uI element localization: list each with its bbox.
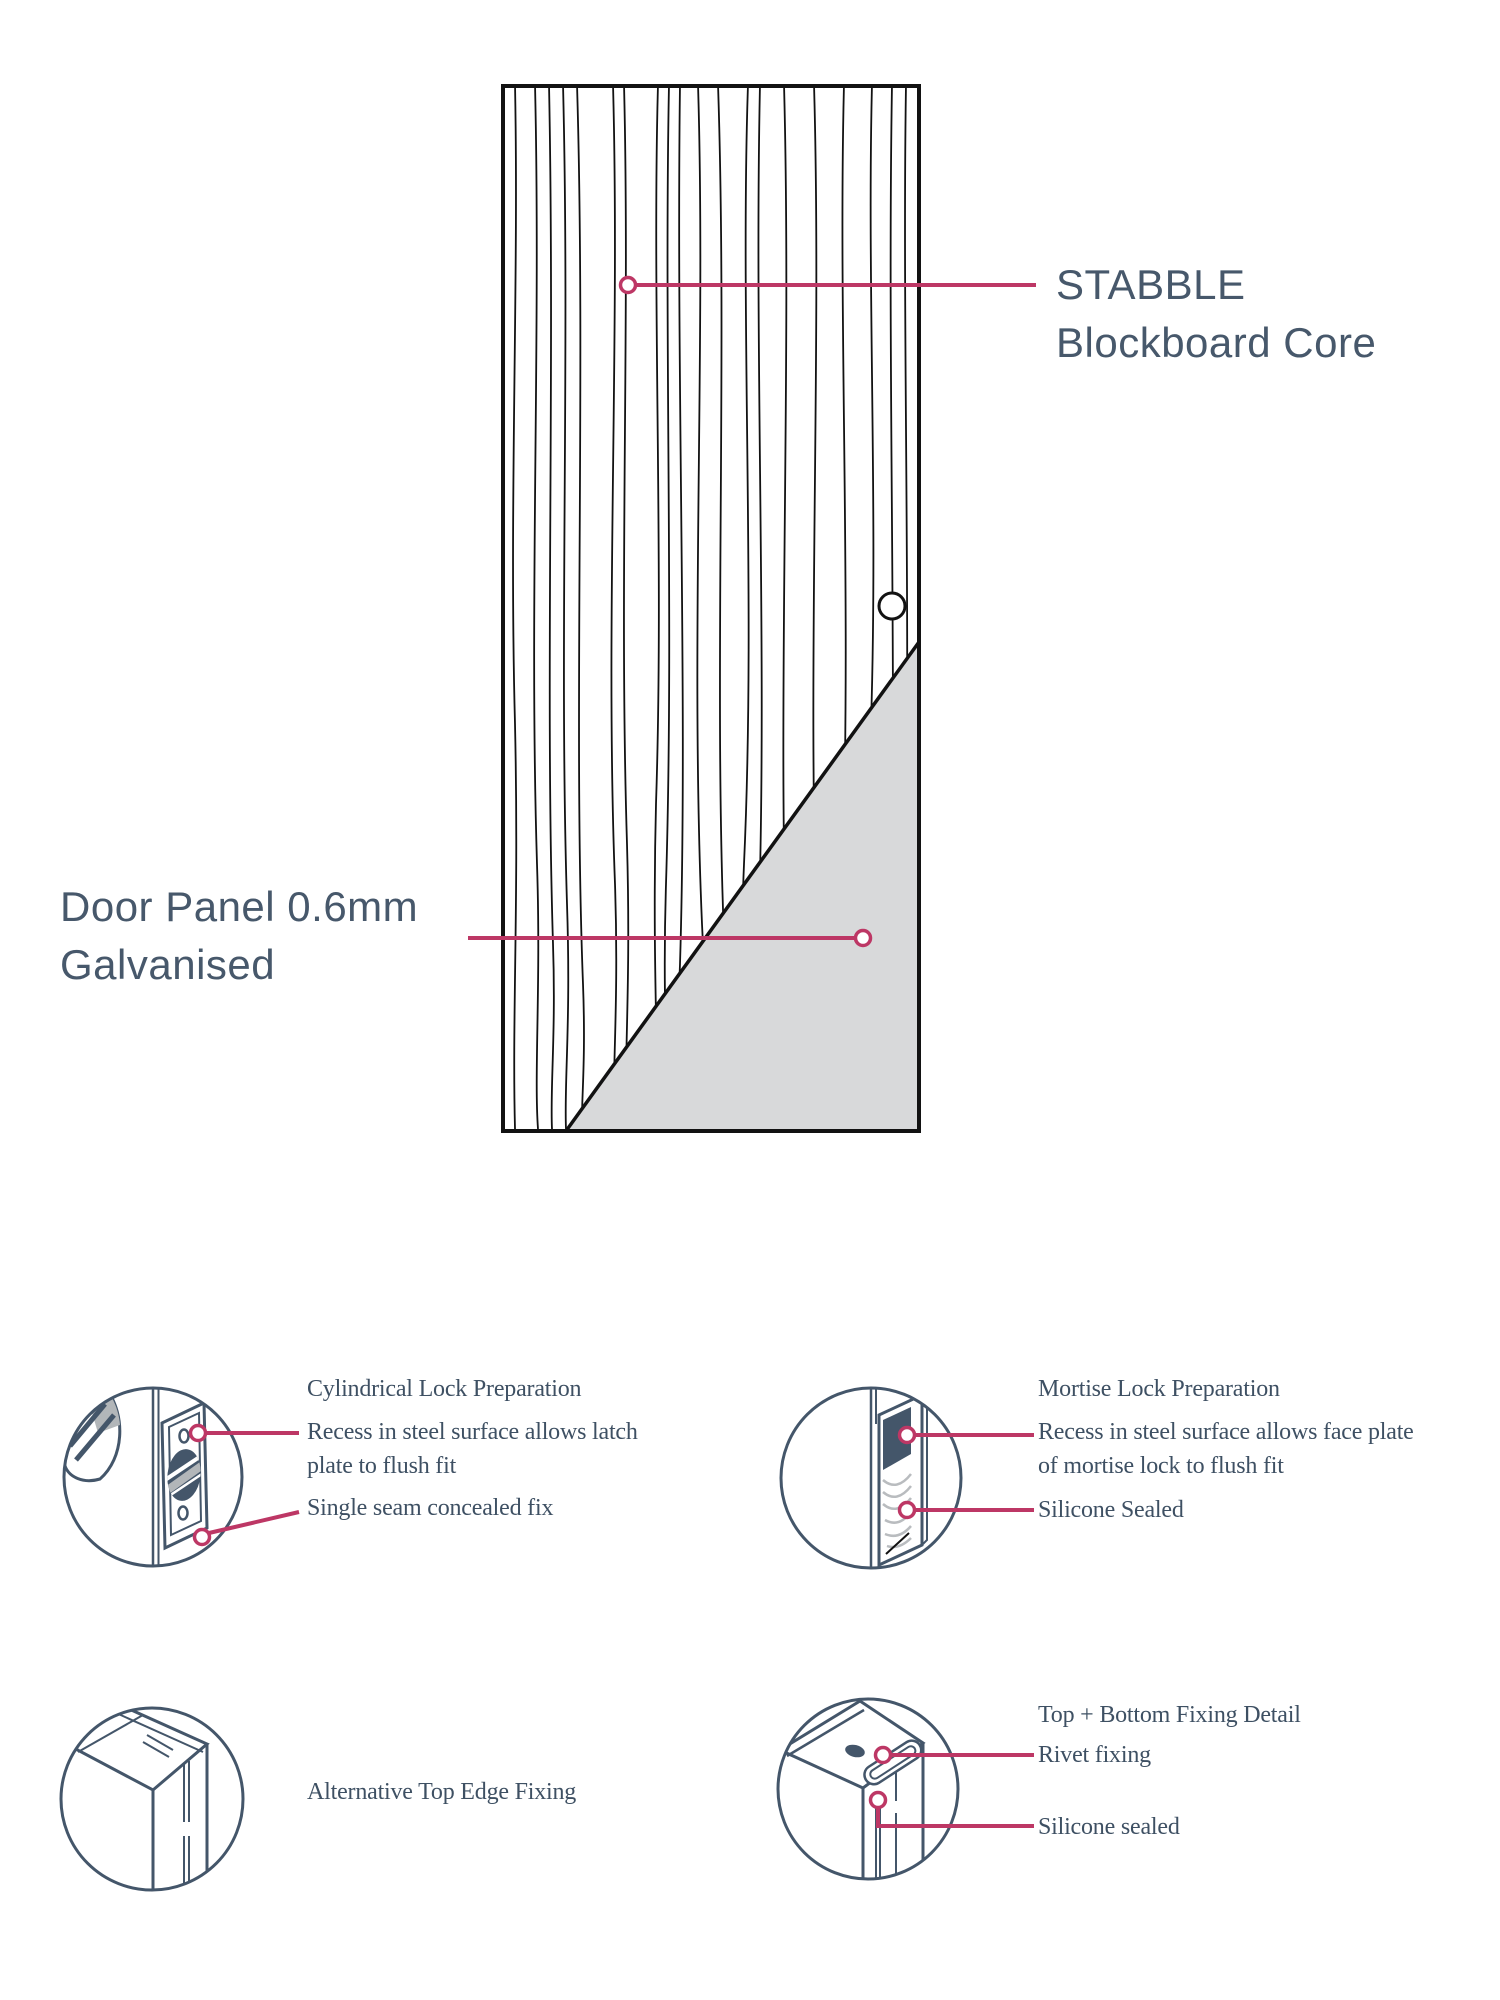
door-panel-label: Door Panel 0.6mm Galvanised bbox=[60, 878, 418, 994]
mortise-lock-detail-drawing bbox=[779, 1386, 963, 1570]
detail-circle-outline bbox=[776, 1697, 960, 1881]
cylindrical-lock-detail-drawing bbox=[62, 1386, 244, 1568]
fixing-detail-callout2: Silicone sealed bbox=[1038, 1814, 1180, 1840]
detail-circle-outline bbox=[59, 1706, 245, 1892]
mortise-lock-title: Mortise Lock Preparation bbox=[1038, 1376, 1280, 1402]
fixing-detail-title: Top + Bottom Fixing Detail bbox=[1038, 1702, 1301, 1728]
blockboard-core-label-line2: Blockboard Core bbox=[1056, 319, 1377, 366]
blockboard-core-label: STABBLE Blockboard Core bbox=[1056, 256, 1376, 372]
mortise-lock-callout1-line2: of mortise lock to flush fit bbox=[1038, 1453, 1284, 1479]
door-panel-label-line2: Galvanised bbox=[60, 941, 276, 988]
screw-hole-bottom bbox=[177, 1505, 189, 1521]
mortise-recess bbox=[883, 1407, 911, 1470]
cylindrical-lock-callout1: Recess in steel surface allows latch pla… bbox=[307, 1415, 638, 1483]
detail-circle-outline bbox=[62, 1386, 244, 1568]
screw-hole-top bbox=[178, 1428, 190, 1444]
door-outline bbox=[501, 84, 921, 1133]
mortise-lock-callout1-line1: Recess in steel surface allows face plat… bbox=[1038, 1419, 1414, 1445]
mortise-lock-callout1: Recess in steel surface allows face plat… bbox=[1038, 1415, 1414, 1483]
top-edge-fixing-label: Alternative Top Edge Fixing bbox=[307, 1779, 577, 1805]
door-panel-illustration bbox=[501, 84, 921, 1133]
galvanised-panel-edge bbox=[564, 640, 921, 1133]
rivet bbox=[845, 1744, 865, 1758]
knob-hole bbox=[877, 591, 907, 621]
door-panel-label-line1: Door Panel 0.6mm bbox=[60, 883, 419, 930]
pocket-bottom-edge bbox=[885, 1532, 910, 1555]
top-edge-fixing-detail-drawing bbox=[59, 1706, 245, 1892]
fixing-detail-callout1: Rivet fixing bbox=[1038, 1742, 1151, 1768]
cylindrical-lock-callout1-line1: Recess in steel surface allows latch bbox=[307, 1419, 638, 1445]
cylindrical-lock-title: Cylindrical Lock Preparation bbox=[307, 1376, 582, 1402]
latch-plate bbox=[160, 1400, 209, 1551]
mortise-pocket bbox=[877, 1392, 928, 1568]
cylindrical-lock-callout1-line2: plate to flush fit bbox=[307, 1453, 457, 1479]
mortise-lock-callout2: Silicone Sealed bbox=[1038, 1497, 1184, 1523]
detail-circle-outline bbox=[779, 1386, 963, 1570]
door-top-corner-isometric bbox=[61, 1708, 210, 1890]
core-grain-in-pocket bbox=[882, 1473, 912, 1549]
cylindrical-lock-callout2: Single seam concealed fix bbox=[307, 1495, 554, 1521]
top-bottom-fixing-detail-drawing bbox=[776, 1697, 960, 1881]
blockboard-core-label-line1: STABBLE bbox=[1056, 261, 1246, 308]
